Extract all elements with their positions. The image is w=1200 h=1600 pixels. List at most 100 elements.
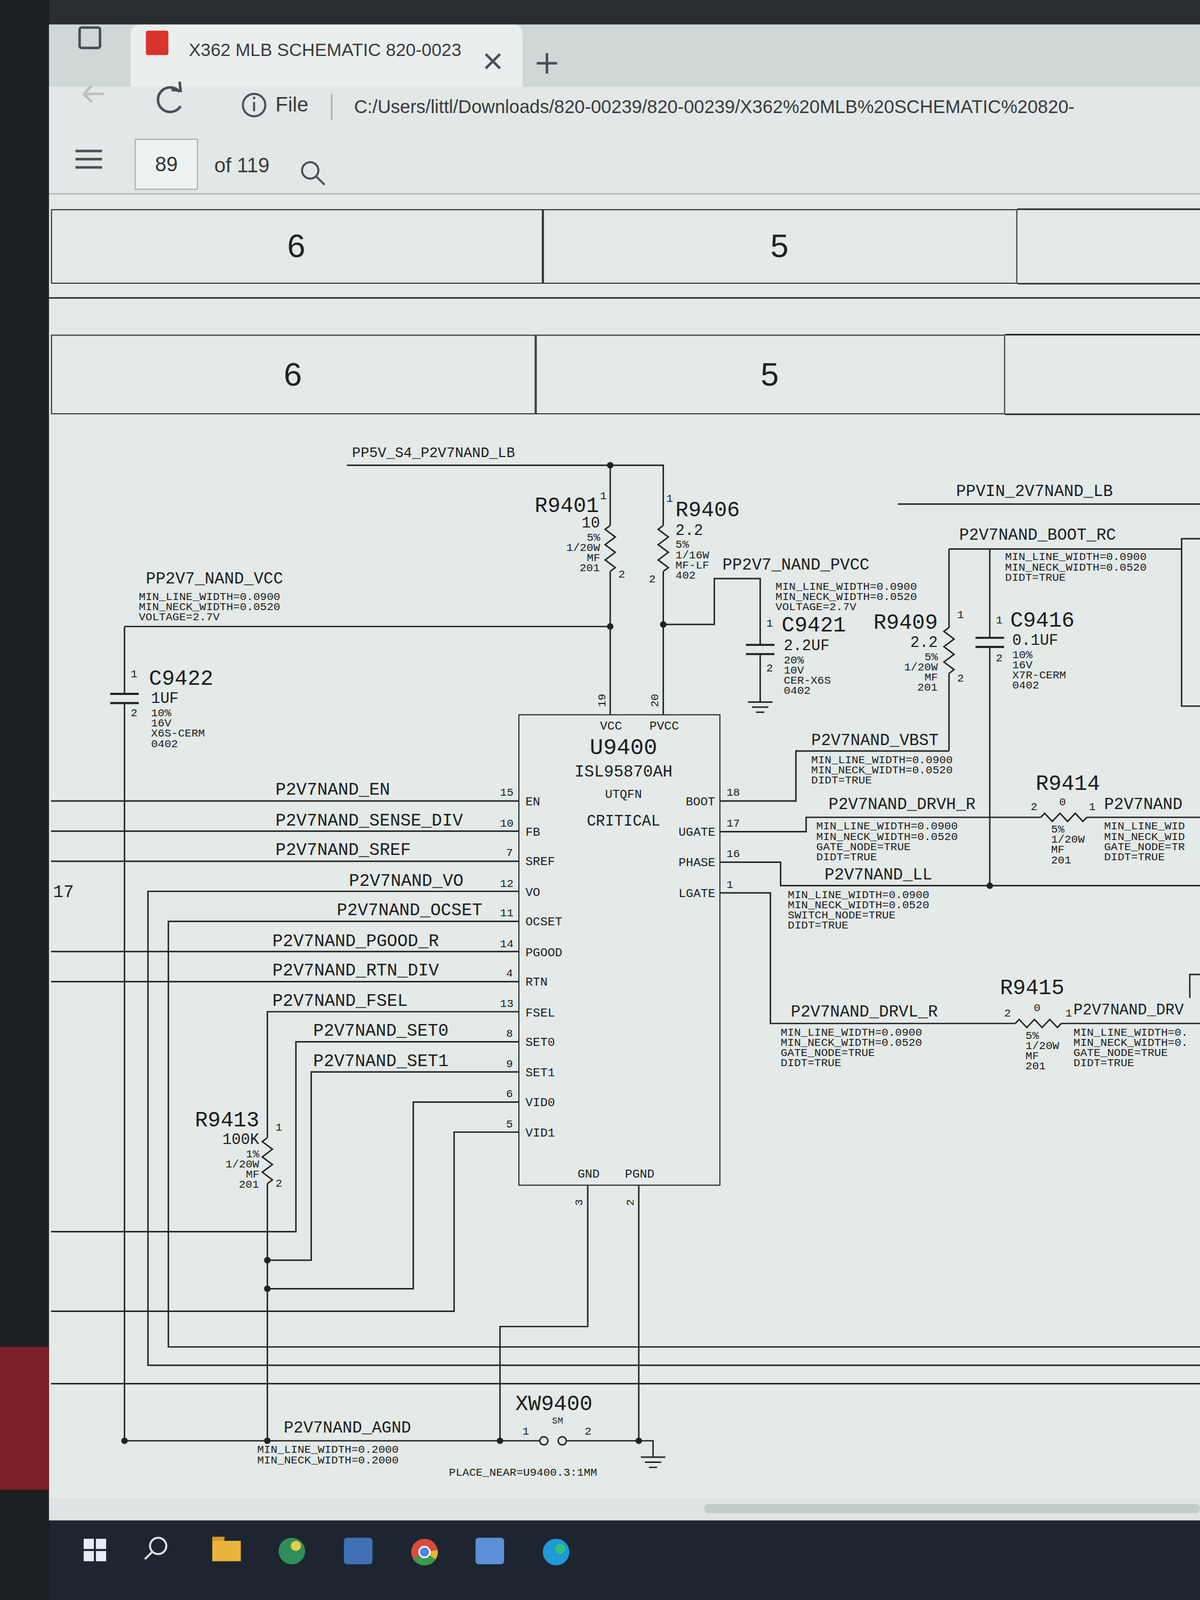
pin-name: FSEL bbox=[525, 1006, 555, 1019]
net-property: GATE_NODE=TR bbox=[1104, 841, 1186, 853]
component-value: 16V bbox=[150, 718, 172, 730]
component-value: 0402 bbox=[783, 685, 811, 698]
component-value: 402 bbox=[675, 570, 696, 582]
page-number-box: 89 bbox=[134, 138, 199, 190]
ref-designator: R9413 bbox=[194, 1110, 260, 1132]
junction-dot bbox=[264, 1285, 271, 1292]
net-property: GATE_NODE=TRUE bbox=[780, 1048, 876, 1060]
pin-number: 2 bbox=[584, 1426, 592, 1438]
pin-number: 14 bbox=[499, 938, 514, 950]
pin-name: VID0 bbox=[525, 1097, 555, 1110]
zone-cell: 5 bbox=[535, 334, 1005, 415]
pin-number: 1 bbox=[726, 879, 734, 891]
browser-icon bbox=[301, 162, 319, 179]
net-name: P2V7NAND_FSEL bbox=[272, 992, 408, 1011]
net-property: MIN_LINE_WIDTH=0.2000 bbox=[257, 1444, 399, 1456]
net-property: MIN_NECK_WIDTH=0.0520 bbox=[775, 592, 917, 604]
browser-tab-label: X362 MLB SCHEMATIC 820-0023 bbox=[188, 41, 462, 60]
ref-designator: R9409 bbox=[873, 612, 939, 634]
part-label: U9400 bbox=[589, 737, 658, 760]
component-value: 201 bbox=[1025, 1061, 1046, 1073]
net-name: P2V7NAND_SENSE_DIV bbox=[275, 811, 463, 830]
junction-dot bbox=[121, 1437, 128, 1444]
pin-number: 16 bbox=[726, 849, 740, 861]
net-name: PP2V7_NAND_PVCC bbox=[722, 557, 870, 574]
pin-name: BOOT bbox=[685, 795, 716, 808]
resistor-symbol bbox=[262, 1137, 273, 1184]
pin-number: 8 bbox=[506, 1028, 514, 1040]
taskbar-icon bbox=[344, 1537, 373, 1565]
pin-name: EN bbox=[525, 795, 541, 808]
browser-icon bbox=[83, 85, 104, 103]
off-page-reference: 17 bbox=[52, 883, 74, 902]
zone-cell-label: 6 bbox=[287, 229, 306, 262]
component-value: 10% bbox=[150, 708, 172, 720]
wire bbox=[948, 548, 1182, 751]
browser-icon bbox=[146, 30, 169, 55]
resistor-symbol bbox=[658, 525, 669, 572]
component-value: 2.2UF bbox=[783, 638, 830, 655]
net-property: MIN_NECK_WIDTH=0.0520 bbox=[138, 602, 280, 614]
net-property: VOLTAGE=2.7V bbox=[138, 612, 220, 624]
screen-background bbox=[49, 86, 1200, 195]
net-property: DIDT=TRUE bbox=[1104, 852, 1165, 864]
pin-name: PVCC bbox=[649, 720, 679, 733]
pin-number: 4 bbox=[506, 968, 514, 980]
wire bbox=[51, 1382, 1200, 1385]
browser-icon bbox=[171, 81, 181, 91]
component-value: MF bbox=[924, 672, 938, 684]
net-property: DIDT=TRUE bbox=[1005, 572, 1067, 584]
zone-grid bbox=[49, 209, 1200, 415]
pin-name: VO bbox=[525, 886, 541, 899]
screen-background bbox=[130, 24, 523, 87]
screen-background bbox=[0, 1347, 50, 1491]
net-property: DIDT=TRUE bbox=[787, 920, 849, 932]
component-value: 1/20W bbox=[1025, 1041, 1060, 1053]
pin-name: PGOOD bbox=[525, 946, 563, 959]
browser-icon bbox=[536, 52, 557, 74]
capacitor-symbol bbox=[746, 644, 775, 654]
net-property: SWITCH_NODE=TRUE bbox=[787, 910, 896, 922]
screen-background bbox=[0, 0, 50, 1600]
component-value: X7R-CERM bbox=[1012, 670, 1067, 682]
junction-dot bbox=[496, 1437, 503, 1444]
taskbar-icon bbox=[96, 1550, 107, 1562]
junction-dot bbox=[121, 461, 994, 1444]
net-name: PP5V_S4_P2V7NAND_LB bbox=[352, 445, 515, 461]
component-value: 201 bbox=[579, 563, 600, 575]
net-property: MIN_LINE_WIDTH=0.0900 bbox=[1005, 552, 1147, 564]
taskbar-icon bbox=[542, 1538, 570, 1566]
browser-icon bbox=[79, 27, 100, 48]
junction-dot bbox=[606, 461, 614, 469]
pin-number: 2 bbox=[1030, 802, 1038, 814]
component-value: 1/20W bbox=[225, 1158, 260, 1171]
wire bbox=[1181, 538, 1200, 998]
junction-dot bbox=[635, 1437, 643, 1444]
part-label: UTQFN bbox=[605, 788, 643, 802]
component-value: MF bbox=[1051, 844, 1065, 856]
component-value: 0402 bbox=[1012, 680, 1040, 692]
pin-number: 2 bbox=[275, 1178, 283, 1190]
browser-icon bbox=[316, 176, 325, 185]
component-value: 20% bbox=[783, 654, 804, 667]
junction-dot bbox=[659, 621, 667, 628]
net-property: VOLTAGE=2.7V bbox=[775, 602, 857, 614]
net-property: MIN_NECK_WIDTH=0.0520 bbox=[787, 899, 930, 911]
ref-designator: R9415 bbox=[1000, 977, 1065, 999]
pin-number: 18 bbox=[726, 787, 740, 799]
pin-number: 2 bbox=[957, 673, 965, 685]
jumper-symbol bbox=[539, 1436, 548, 1445]
taskbar-icon bbox=[278, 1537, 306, 1565]
browser-icon bbox=[242, 93, 266, 117]
component-value: 10 bbox=[581, 516, 600, 532]
wire bbox=[124, 625, 611, 628]
ui-text: C:/Users/littl/Downloads/820-00239/820-0… bbox=[354, 98, 1075, 117]
browser-icon bbox=[75, 150, 103, 168]
page-number-box-label: 89 bbox=[155, 154, 179, 175]
net-name: P2V7NAND_OCSET bbox=[336, 901, 483, 920]
browser-icon bbox=[485, 53, 501, 69]
taskbar-icon bbox=[83, 1550, 94, 1562]
net-property: MIN_NECK_WIDTH=0.0520 bbox=[1005, 562, 1147, 574]
